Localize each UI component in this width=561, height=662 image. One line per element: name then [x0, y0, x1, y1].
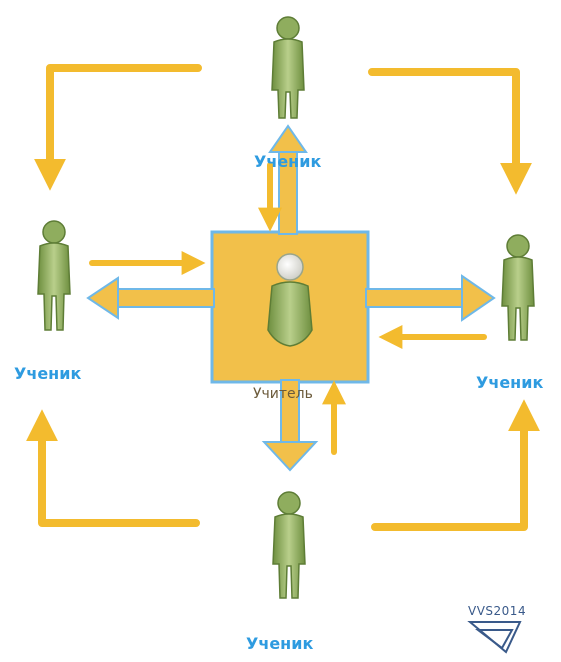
figure-student-top [271, 16, 305, 119]
student-label-left: Ученик [14, 364, 82, 383]
student-to-student-arrows [26, 64, 540, 531]
teacher-label: Учитель [253, 386, 313, 402]
figure-student-left [37, 220, 71, 331]
logo-watermark [467, 621, 522, 654]
arrow-corner-bottom-right [371, 399, 540, 531]
arrow-center-to-left [86, 276, 215, 320]
teacher-outgoing-arrows [86, 124, 496, 472]
watermark-text: VVS2014 [468, 604, 527, 618]
student-label-right: Ученик [476, 373, 544, 392]
figure-student-bottom [272, 491, 306, 599]
figure-teacher [267, 253, 313, 347]
figure-student-right [501, 234, 535, 341]
student-label-top: Ученик [254, 152, 322, 171]
arrow-corner-top-left [34, 64, 202, 191]
arrow-center-to-right [365, 274, 496, 322]
arrow-center-to-top [268, 124, 308, 235]
student-to-teacher-arrows [89, 162, 487, 455]
arrow-center-to-bottom [261, 379, 319, 472]
arrow-corner-top-right [368, 68, 532, 195]
arrow-corner-bottom-left [26, 409, 200, 527]
student-label-bottom: Ученик [246, 634, 314, 653]
